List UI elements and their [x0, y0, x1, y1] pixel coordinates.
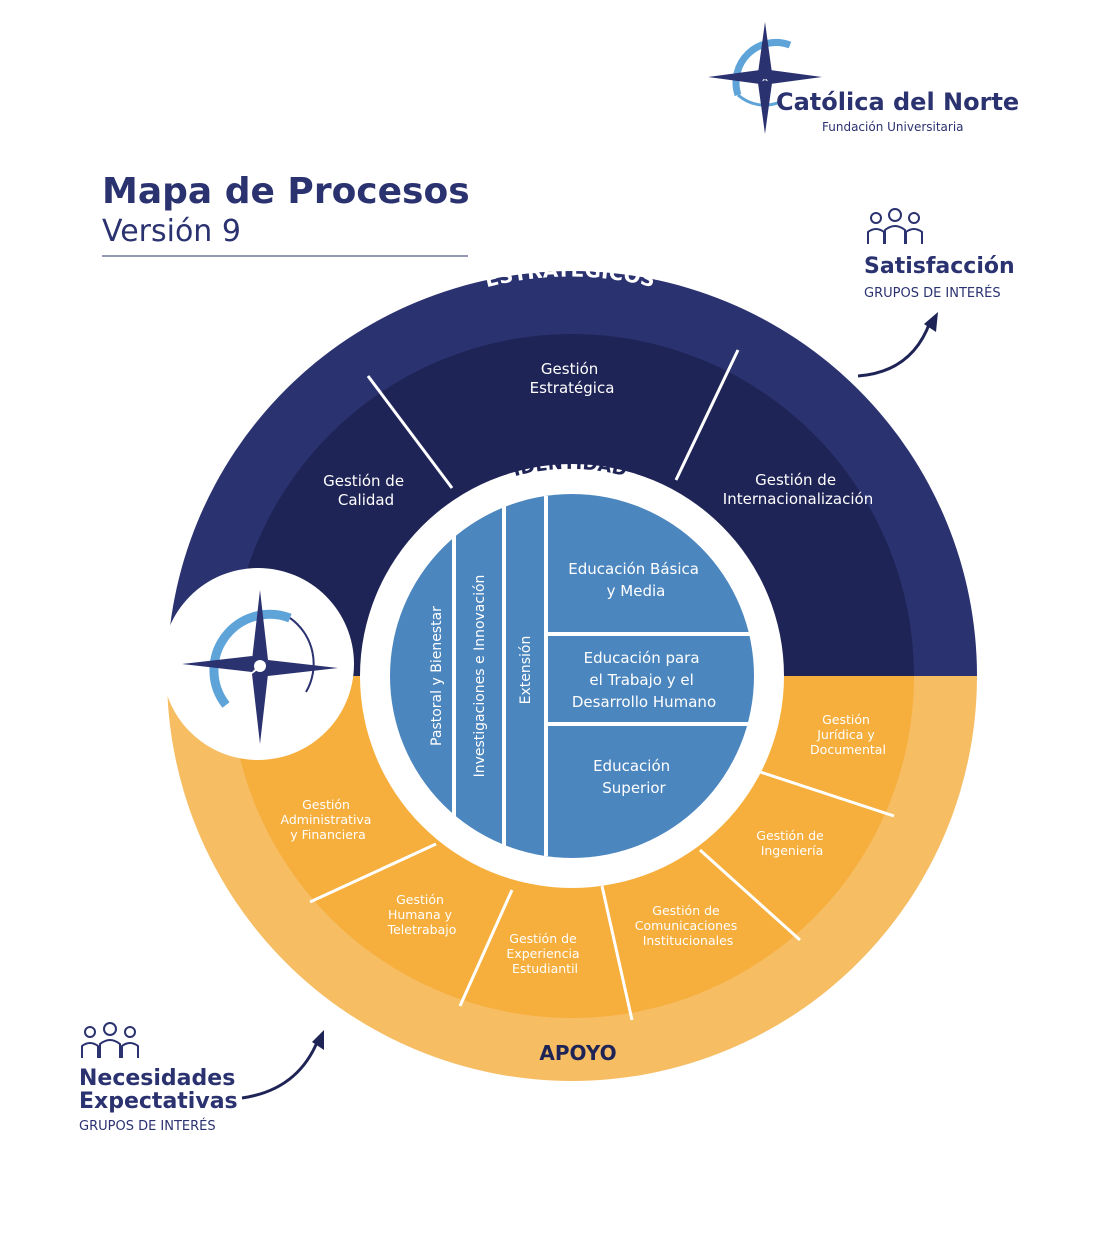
arrow-head-icon — [312, 1030, 324, 1050]
seg-gestion-calidad: Gestión de Calidad — [323, 472, 409, 509]
core-educacion-basica: Educación Básica y Media — [568, 560, 704, 600]
logo-name: Católica del Norte — [776, 88, 1019, 116]
core-pastoral: Pastoral y Bienestar — [429, 606, 445, 746]
core-educacion-superior: Educación Superior — [593, 757, 675, 797]
satisfaccion-group: Satisfacción GRUPOS DE INTERÉS — [857, 208, 1015, 378]
satisfaccion-title: Satisfacción — [864, 254, 1015, 279]
core-educacion-trabajo: Educación para el Trabajo y el Desarroll… — [572, 649, 716, 711]
label-apoyo: APOYO — [539, 1041, 616, 1065]
people-group-icon — [867, 208, 923, 244]
page-version: Versión 9 — [102, 214, 241, 249]
necesidades-title-2: Expectativas — [79, 1089, 238, 1114]
compass-badge — [162, 568, 354, 760]
necesidades-subtitle: GRUPOS DE INTERÉS — [79, 1118, 216, 1134]
logo-subtitle: Fundación Universitaria — [822, 120, 964, 134]
people-group-icon — [81, 1022, 139, 1058]
necesidades-group: Necesidades Expectativas GRUPOS DE INTER… — [79, 1022, 324, 1134]
satisfaccion-subtitle: GRUPOS DE INTERÉS — [864, 285, 1001, 301]
arrow-head-icon — [924, 312, 938, 332]
core-investigaciones: Investigaciones e Innovación — [472, 575, 488, 778]
logo-arc-icon — [732, 38, 792, 97]
page-title: Mapa de Procesos — [102, 171, 470, 212]
segment-dividers — [309, 349, 895, 1021]
curved-arrow-icon — [857, 321, 932, 378]
seg-gestion-ingenieria: Gestión de Ingeniería — [756, 828, 827, 858]
logo-arc-icon-2 — [737, 93, 781, 107]
compass-star-icon — [182, 590, 338, 744]
seg-gestion-humana: Gestión Humana y Teletrabajo — [387, 892, 457, 937]
logo-compass-icon — [708, 22, 822, 134]
core-circle — [390, 494, 756, 858]
seg-gestion-juridica: Gestión Jurídica y Documental — [810, 712, 886, 757]
seg-gestion-experiencia: Gestión de Experiencia Estudiantil — [506, 931, 583, 976]
seg-gestion-comunicaciones: Gestión de Comunicaciones Institucionale… — [635, 903, 742, 948]
logo: Católica del Norte Fundación Universitar… — [708, 22, 1019, 134]
necesidades-title-1: Necesidades — [79, 1066, 235, 1091]
core-extension: Extensión — [518, 636, 534, 705]
seg-gestion-administrativa: Gestión Administrativa y Financiera — [281, 797, 376, 842]
seg-gestion-estrategica: Gestión Estratégica — [530, 360, 615, 397]
seg-gestion-internacionalizacion: Gestión de Internacionalización — [723, 471, 873, 508]
curved-arrow-icon — [241, 1039, 320, 1100]
compass-arc-icon — [209, 609, 292, 708]
